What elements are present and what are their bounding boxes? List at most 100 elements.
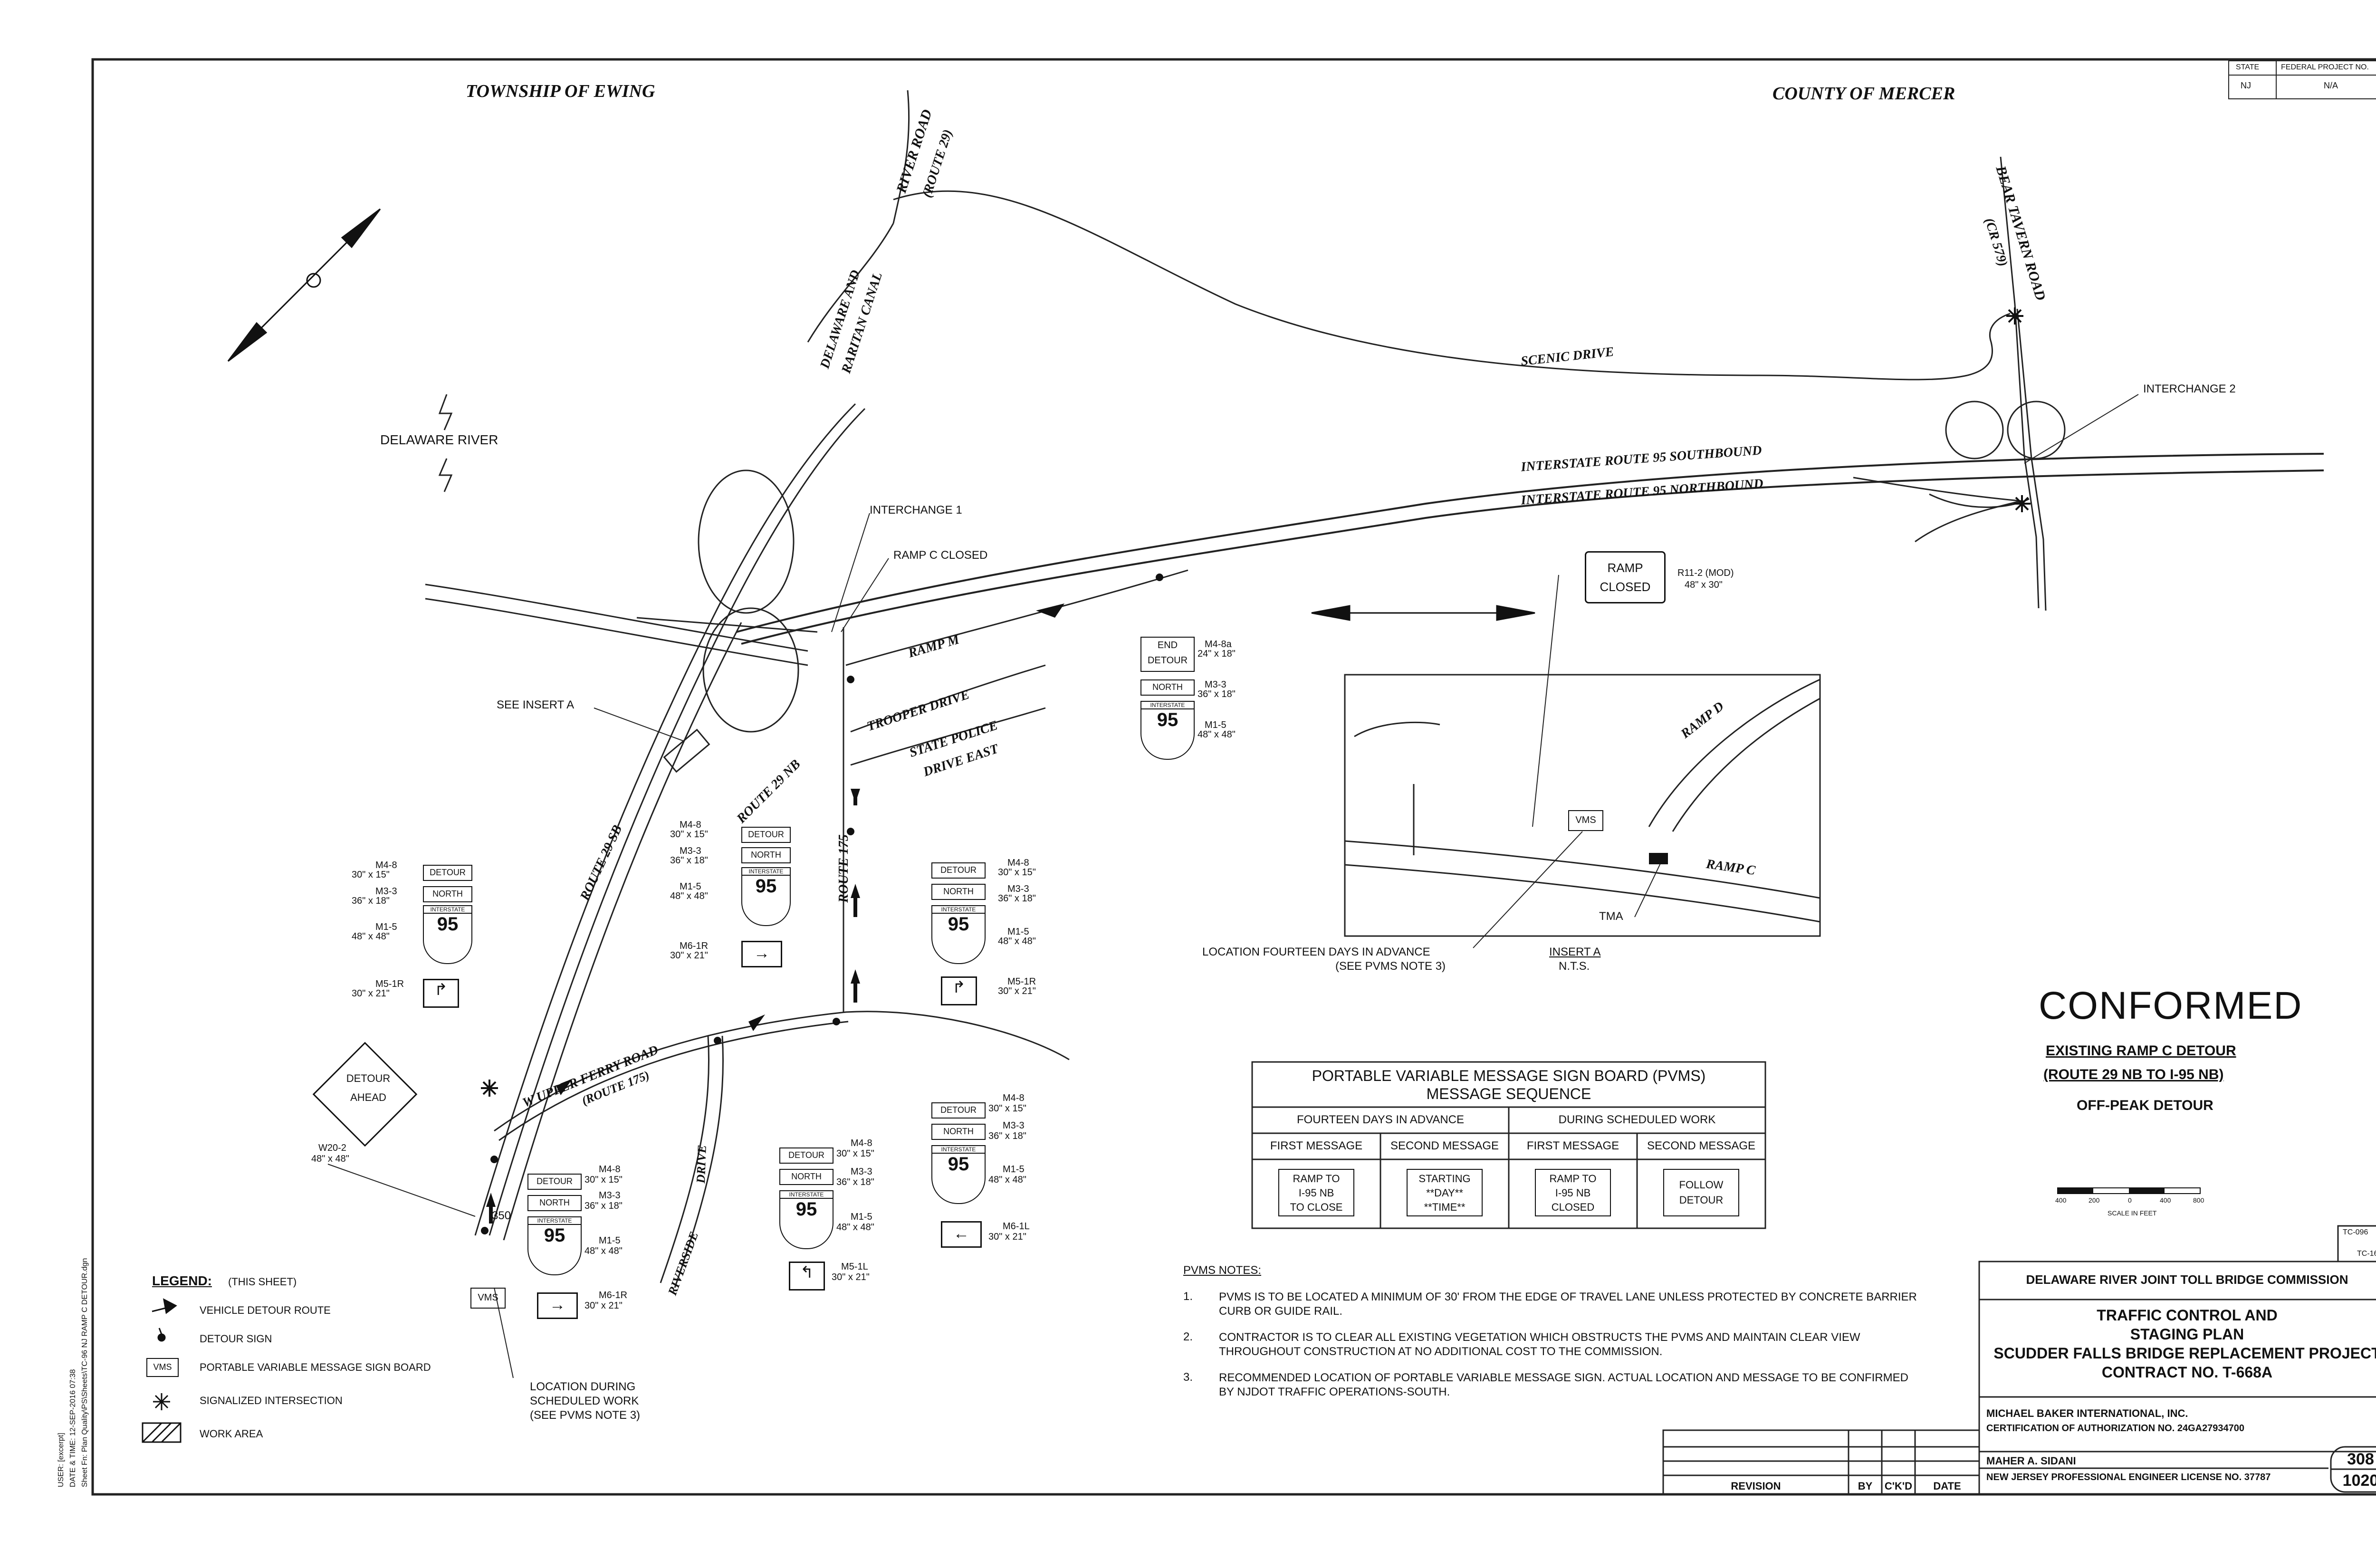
sign-code: M4-8: [1003, 1093, 1025, 1103]
legend-item-signal: SIGNALIZED INTERSECTION: [200, 1395, 343, 1406]
vms-box: VMS: [470, 1288, 506, 1309]
sign-group-e: DETOUR M4-8 30" x 15" NORTH M3-3 36" x 1…: [527, 1164, 680, 1321]
interstate-shield-icon: INTERSTATE 95: [931, 1145, 986, 1204]
sheet-number: 308: [2347, 1450, 2374, 1468]
sign-code: M3-3: [1007, 884, 1029, 894]
sign-size: 36" x 18": [1198, 689, 1236, 699]
tc-ref-2: TC-163: [2357, 1250, 2376, 1258]
sign-size: 30" x 15": [836, 1148, 874, 1159]
sign-code: M3-3: [1205, 679, 1226, 690]
location-during-2: SCHEDULED WORK: [530, 1395, 639, 1407]
sign-code: M6-1R: [599, 1290, 628, 1300]
conformed-line-2: (ROUTE 29 NB TO I-95 NB): [2043, 1067, 2224, 1082]
interchange1-label: INTERCHANGE 1: [870, 504, 962, 516]
firm-cert: CERTIFICATION OF AUTHORIZATION NO. 24GA2…: [1986, 1423, 2245, 1434]
sign-code: M4-8: [375, 860, 397, 870]
north-plaque: NORTH: [931, 884, 986, 900]
sign-code: M5-1R: [1007, 976, 1036, 987]
r11-2-code: R11-2 (MOD): [1677, 568, 1734, 578]
sign-size: 30" x 21": [670, 950, 708, 961]
sign-size: 48" x 48": [352, 931, 390, 942]
delaware-river-label: DELAWARE RIVER: [380, 432, 498, 447]
federal-project-head: FEDERAL PROJECT NO.: [2281, 63, 2369, 71]
sign-size: 36" x 18": [998, 893, 1036, 904]
route175-label: ROUTE 175: [836, 834, 851, 903]
detour-arrows: [486, 603, 1064, 1224]
north-arrow: [227, 208, 381, 362]
i95-sb-line: [736, 453, 2324, 633]
sign-code: M3-3: [851, 1166, 872, 1177]
interstate-shield-icon: INTERSTATE 95: [1140, 701, 1195, 760]
pvms-group-2: DURING SCHEDULED WORK: [1558, 1113, 1716, 1126]
north-plaque: NORTH: [1140, 679, 1195, 696]
conformed-line-3: OFF-PEAK DETOUR: [2077, 1098, 2213, 1113]
conformed-line-1: EXISTING RAMP C DETOUR: [2046, 1043, 2236, 1059]
insert-scale: N.T.S.: [1559, 960, 1590, 973]
right-turn-arrow-icon: ↱: [941, 976, 977, 1005]
river-road-line: [892, 90, 910, 224]
pvms-note-1: PVMS IS TO BE LOCATED A MINIMUM OF 30' F…: [1219, 1291, 1917, 1318]
sign-code: M6-1R: [680, 941, 709, 951]
scenic-drive-line: [893, 190, 1968, 381]
sign-group-f: DETOUR M4-8 30" x 15" NORTH M3-3 36" x 1…: [779, 1138, 931, 1295]
north-plaque: NORTH: [527, 1195, 582, 1211]
title-line-3: SCUDDER FALLS BRIDGE REPLACEMENT PROJECT: [1993, 1345, 2376, 1362]
i95-nb-line: [741, 469, 2324, 645]
sign-code: M4-8: [599, 1164, 621, 1175]
insert-title: INSERT A: [1549, 946, 1601, 958]
legend-symbols: [142, 1298, 182, 1443]
right-turn-arrow-icon: ↱: [423, 979, 459, 1008]
pvms-notes-title: PVMS NOTES:: [1183, 1264, 1262, 1277]
pvms-table-lines: [1251, 1061, 1766, 1229]
sign-size: 48" x 48": [988, 1175, 1026, 1185]
sign-size: 36" x 18": [836, 1177, 874, 1187]
sign-size: 24" x 18": [1198, 649, 1236, 659]
insert-a-box: [1344, 674, 1821, 937]
legend-title: LEGEND:: [152, 1273, 212, 1288]
detour-plaque: DETOUR: [931, 862, 986, 879]
detour-plaque: DETOUR: [423, 865, 472, 881]
interstate-shield-icon: INTERSTATE 95: [423, 905, 472, 964]
sign-size: 30" x 21": [352, 988, 390, 999]
interchange2-label: INTERCHANGE 2: [2143, 382, 2236, 395]
left-turn-arrow-icon: ↰: [789, 1262, 825, 1291]
sign-code: M1-5: [680, 881, 701, 892]
location-during-3: (SEE PVMS NOTE 3): [530, 1409, 641, 1422]
revision-header: REVISION: [1731, 1480, 1781, 1492]
right-arrow-icon: →: [537, 1292, 578, 1319]
left-arrow-icon: ←: [941, 1221, 982, 1248]
interstate-shield-icon: INTERSTATE 95: [527, 1216, 582, 1275]
sign-size: 30" x 21": [584, 1300, 623, 1311]
sign-size: 48" x 48": [1198, 729, 1236, 740]
sign-size: 48" x 48": [584, 1246, 623, 1256]
interstate-shield-icon: INTERSTATE 95: [779, 1190, 834, 1249]
sign-code: M4-8a: [1205, 639, 1232, 650]
federal-project-value: N/A: [2324, 81, 2338, 90]
pvms-note-2: CONTRACTOR IS TO CLEAR ALL EXISTING VEGE…: [1219, 1331, 1860, 1358]
interstate-shield-icon: INTERSTATE 95: [931, 905, 986, 964]
sign-size: 36" x 18": [988, 1131, 1026, 1141]
sign-code: M3-3: [680, 846, 701, 856]
township-label: TOWNSHIP OF EWING: [466, 81, 655, 101]
federal-state-value: NJ: [2241, 81, 2251, 90]
sign-group-a: M4-8 30" x 15" DETOUR M3-3 36" x 18" NOR…: [352, 860, 494, 1012]
sign-code: M4-8: [1007, 858, 1029, 868]
sign-code: M3-3: [375, 886, 397, 897]
sign-code: M4-8: [680, 820, 701, 830]
pvms-col-3: FIRST MESSAGE: [1526, 1139, 1619, 1152]
revision-by: BY: [1858, 1480, 1873, 1492]
sign-code: M1-5: [599, 1235, 621, 1246]
detour-plaque: DETOUR: [931, 1102, 986, 1119]
pvms-message-2: STARTING**DAY****TIME**: [1407, 1169, 1483, 1216]
scale-tick-4: 800: [2193, 1196, 2204, 1204]
sign-code: M5-1R: [375, 979, 404, 989]
revision-ckd: C'K'D: [1884, 1480, 1913, 1492]
sign-code: M1-5: [375, 922, 397, 932]
sheet-total: 1020: [2342, 1472, 2376, 1490]
pvms-table-title: PORTABLE VARIABLE MESSAGE SIGN BOARD (PV…: [1312, 1067, 1706, 1102]
